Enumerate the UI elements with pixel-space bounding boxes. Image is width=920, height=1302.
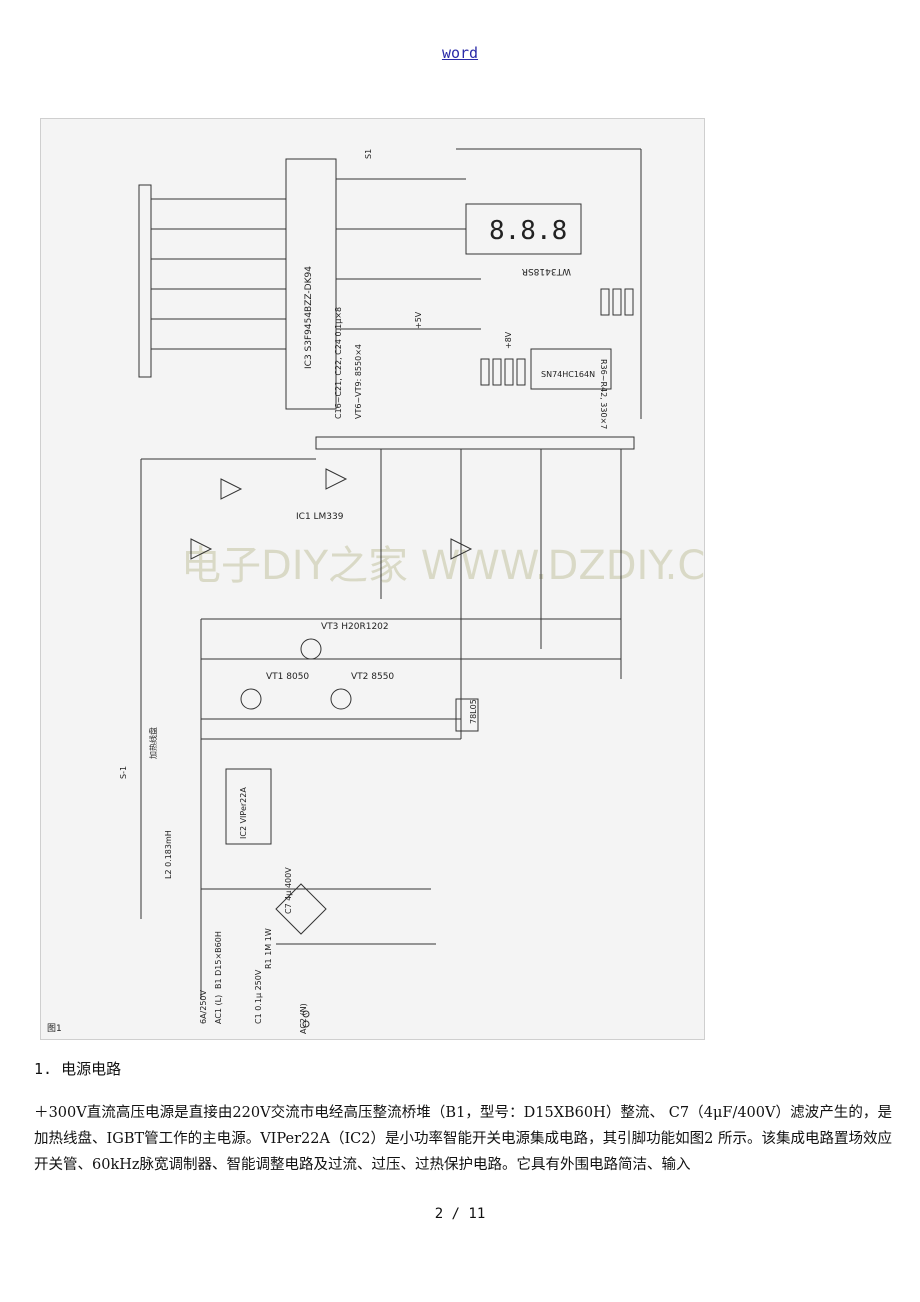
switch-label: S-1 (119, 766, 128, 779)
c16-label: C16~C21, C22, C24 0.1μ×8 (334, 307, 343, 419)
s1-label: S1 (364, 149, 373, 159)
vt3-label: VT3 H20R1202 (321, 622, 389, 632)
l2-label: L2 0.183mH (164, 830, 173, 879)
circuit-schematic-figure: 电子DIY之家 WWW.DZDIY.CN IC3 S3F9454BZZ-DK94… (40, 118, 705, 1040)
ic3-body (285, 158, 337, 410)
body-paragraph: ＋300V直流高压电源是直接由220V交流市电经高压整流桥堆（B1，型号：D15… (34, 1105, 892, 1173)
resistor-bank (480, 288, 634, 386)
c1-label: C1 0.1μ 250V (254, 969, 263, 1024)
watermark-text: 电子DIY之家 WWW.DZDIY.CN (181, 543, 704, 589)
b1-label: B1 D15×B60H (214, 931, 223, 989)
wiring (140, 148, 642, 999)
plus5v-label: +5V (414, 311, 423, 329)
c7-label: C7 4μ 400V (284, 867, 293, 914)
ac2-terminal (302, 1020, 310, 1028)
coil-label: 加热线盘 (148, 727, 158, 759)
fuse-label: 6A/250V (199, 989, 208, 1024)
ic2-label: IC2 VIPer22A (239, 787, 248, 839)
ic3-label: IC3 S3F9454BZZ-DK94 (304, 266, 314, 369)
figure-label: 图1 (47, 1023, 62, 1034)
opamps (190, 468, 473, 560)
ic4-label: SN74HC164N (541, 370, 595, 379)
plus8v-label: +8V (504, 331, 513, 349)
bus-connector (315, 436, 635, 450)
ic1-label: IC1 LM339 (296, 512, 344, 522)
r36-label: R36~R42, 330×7 (599, 359, 608, 429)
regulator-body (455, 698, 479, 732)
bridge-rectifier (275, 883, 327, 935)
ac1-label: AC1 (L) (214, 995, 223, 1024)
left-connector (138, 184, 152, 378)
vt-label: VT6~VT9: 8550×4 (354, 344, 363, 419)
ic2-body (225, 768, 272, 845)
ac2-label: AC2 (N) (299, 1003, 308, 1034)
section-title: 1. 电源电路 (34, 1060, 122, 1078)
svg-text:8.8.8: 8.8.8 (489, 216, 567, 246)
watermark: 电子DIY之家 WWW.DZDIY.CN (181, 543, 704, 589)
header-word-link[interactable]: word (441, 44, 479, 62)
r1-label: R1 1M 1W (264, 928, 273, 969)
transistors (240, 638, 352, 710)
page-number: 2 / 11 (434, 1206, 486, 1222)
ac1-terminal (302, 1010, 310, 1018)
ic4-body (530, 348, 612, 390)
display-label: WT3418SR (522, 266, 571, 276)
vt2-label: VT2 8550 (351, 672, 394, 682)
vt1-label: VT1 8050 (266, 672, 309, 682)
regulator-label: 78L05 (469, 699, 478, 724)
